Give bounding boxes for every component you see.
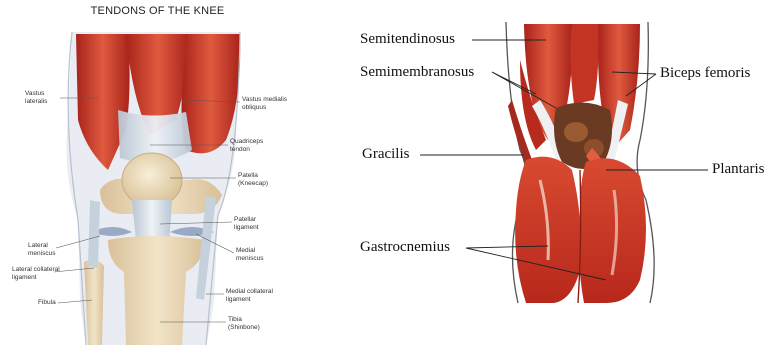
gastrocnemius-lateral-head <box>579 158 646 303</box>
label-biceps-femoris: Biceps femoris <box>660 65 750 82</box>
label-fibula: Fibula <box>38 299 56 307</box>
label-gracilis: Gracilis <box>362 146 409 163</box>
label-medial-collateral-ligament: Medial collateral ligament <box>226 288 273 304</box>
right-knee-illustration <box>506 22 654 303</box>
label-gastrocnemius: Gastrocnemius <box>360 239 450 256</box>
label-vastus-medialis-obliquus: Vastus medialis obliquus <box>242 96 287 112</box>
middle-thigh-muscle <box>570 24 598 104</box>
label-tibia: Tibia (Shinbone) <box>228 316 260 332</box>
popliteal-fat-1 <box>564 122 588 142</box>
label-patella: Patella (Kneecap) <box>238 172 268 188</box>
label-lateral-collateral-ligament: Lateral collateral ligament <box>12 266 60 282</box>
label-lateral-meniscus: Lateral meniscus <box>28 242 55 258</box>
label-semitendinosus: Semitendinosus <box>360 31 455 48</box>
label-vastus-lateralis: Vastus lateralis <box>25 90 47 106</box>
label-plantaris: Plantaris <box>712 161 765 178</box>
lateral-collateral-ligament-shape <box>88 200 100 268</box>
label-quadriceps-tendon: Quadriceps tendon <box>230 138 263 154</box>
left-knee-illustration <box>66 32 240 345</box>
diagram-title: TENDONS OF THE KNEE <box>60 5 255 17</box>
label-patellar-ligament: Patellar ligament <box>234 216 259 232</box>
label-medial-meniscus: Medial meniscus <box>236 247 263 263</box>
label-semimembranosus: Semimembranosus <box>360 64 474 81</box>
patella-bone <box>122 153 182 207</box>
